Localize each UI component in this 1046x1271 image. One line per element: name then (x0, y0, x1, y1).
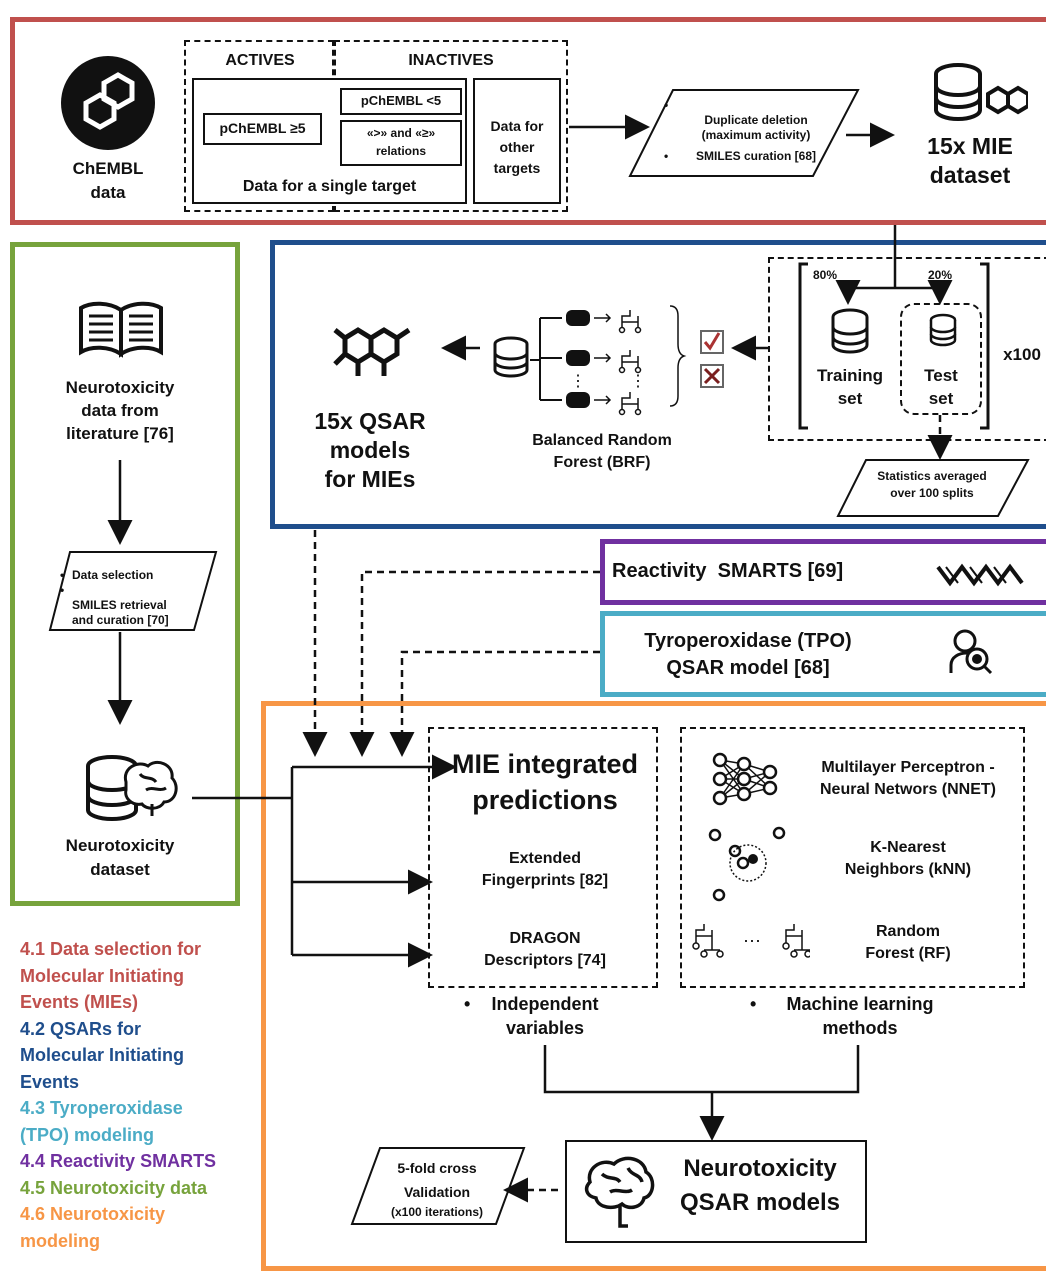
neurotox-step-2: SMILES retrieval and curation [70] (72, 598, 169, 627)
neural-network-icon (712, 752, 778, 806)
inactives-header: INACTIVES (408, 52, 494, 69)
random-forest-icon: ··· (692, 924, 810, 958)
legend-item-4-1: 4.1 Data selection for Molecular Initiat… (20, 939, 202, 1012)
statistics-parallelogram (836, 459, 1030, 517)
chembl-logo-icon (61, 56, 155, 150)
split-region (768, 257, 1046, 441)
train-percent: 80% (812, 268, 838, 282)
other-targets-label: Data for other targets (490, 118, 544, 176)
knn-icon (708, 826, 786, 902)
independent-vars-region (428, 727, 658, 988)
neurotox-data-section-frame (10, 242, 240, 906)
tpo-search-icon (949, 629, 993, 675)
ml-methods-text: Machine learning methods (786, 994, 934, 1038)
mie-dataset-label: 15x MIE dataset (927, 133, 1013, 188)
independent-vars-label: • Independent variables (464, 994, 599, 1038)
neurotox-dataset-icon (86, 755, 178, 821)
pchembl-active-label: pChEMBL ≥5 (219, 120, 306, 136)
knn-label: K-Nearest Neighbors (kNN) (844, 839, 972, 878)
pchembl-inactive-label: pChEMBL <5 (360, 93, 442, 108)
tpo-label: Tyroperoxidase (TPO) QSAR model [68] (644, 630, 852, 679)
actives-header: ACTIVES (225, 52, 295, 69)
extended-fp-label: Extended Fingerprints [82] (481, 850, 609, 889)
brain-icon (584, 1156, 655, 1228)
svg-text:···: ··· (743, 930, 761, 950)
mie-curation-step-1: Duplicate deletion (maximum activity) (701, 113, 811, 142)
section-legend: 4.1 Data selection for Molecular Initiat… (20, 936, 255, 1254)
test-set-label: Test set (924, 366, 958, 408)
neurotox-curation-steps: •Data selection •SMILES retrieval and cu… (60, 568, 169, 627)
mie-curation-step-2: SMILES curation [68] (695, 149, 817, 163)
test-db-icon (929, 313, 957, 347)
cv-parallelogram (350, 1147, 526, 1225)
final-models-label: Neurotoxicity QSAR models (679, 1155, 841, 1216)
dragon-label: DRAGON Descriptors [74] (484, 930, 606, 969)
brf-label: Balanced Random Forest (BRF) (532, 432, 672, 471)
neurotox-dataset-label: Neurotoxicity dataset (65, 836, 175, 879)
check-icon (700, 330, 724, 354)
ml-methods-label: • Machine learning methods (750, 994, 934, 1038)
training-set-label: Training set (816, 366, 884, 408)
single-target-label: Data for a single target (242, 178, 417, 195)
legend-item-4-4: 4.4 Reactivity SMARTS (20, 1151, 217, 1171)
reactivity-section-frame (600, 539, 1046, 605)
legend-item-4-5: 4.5 Neurotoxicity data (20, 1177, 208, 1198)
nnet-label: Multilayer Perceptron - Neural Networs (… (819, 759, 997, 798)
relations-box (340, 120, 462, 166)
legend-item-4-3: 4.3 Tyroperoxidase (TPO) modeling (20, 1098, 183, 1145)
cv-label: 5-fold cross Validation (397, 1160, 477, 1200)
curation-parallelogram (628, 89, 860, 177)
independent-vars-text: Independent variables (491, 994, 599, 1038)
mie-integrated-label: MIE integrated predictions (451, 749, 639, 815)
mie-curation-steps: •Duplicate deletion (maximum activity) •… (664, 98, 817, 163)
brf-diagram: ⋮ ⋮ (493, 305, 687, 416)
qsar-molecule-icon (333, 327, 411, 376)
cross-icon (700, 364, 724, 388)
rf-label: Random Forest (RF) (865, 923, 951, 962)
training-db-icon (831, 308, 869, 354)
pchembl-active-box (203, 113, 322, 145)
cv-iterations-label: (x100 iterations) (390, 1205, 484, 1219)
qsar-models-label: 15x QSAR models for MIEs (314, 408, 426, 492)
pchembl-inactive-box (340, 88, 462, 115)
test-percent: 20% (927, 268, 953, 282)
legend-item-4-6: 4.6 Neurotoxicity modeling (20, 1204, 166, 1251)
literature-label: Neurotoxicity data from literature [76] (65, 378, 175, 443)
legend-item-4-2: 4.2 QSARs for Molecular Initiating Event… (20, 1018, 185, 1092)
tpo-section-frame (600, 611, 1046, 697)
chembl-label: ChEMBL data (72, 159, 144, 202)
other-targets-box (473, 78, 561, 204)
svg-text:⋮: ⋮ (570, 373, 586, 390)
repeat-label: x100 (1003, 345, 1041, 364)
smarts-wave-icon (936, 563, 1024, 587)
mie-section-frame (10, 17, 1046, 225)
relations-label: «>» and «≥» relations (366, 126, 436, 158)
neurotox-curation-parallelogram (48, 551, 218, 631)
split-bracket (798, 262, 990, 430)
mie-dataset-icon (934, 63, 1028, 121)
book-icon (79, 301, 163, 358)
svg-text:⋮: ⋮ (630, 373, 646, 390)
reactivity-label: Reactivity SMARTS [69] (612, 560, 844, 582)
statistics-label: Statistics averaged over 100 splits (877, 469, 987, 500)
qsar-mie-section-frame (270, 240, 1046, 529)
ml-methods-region (680, 727, 1025, 988)
neurotox-step-1: Data selection (72, 568, 154, 582)
